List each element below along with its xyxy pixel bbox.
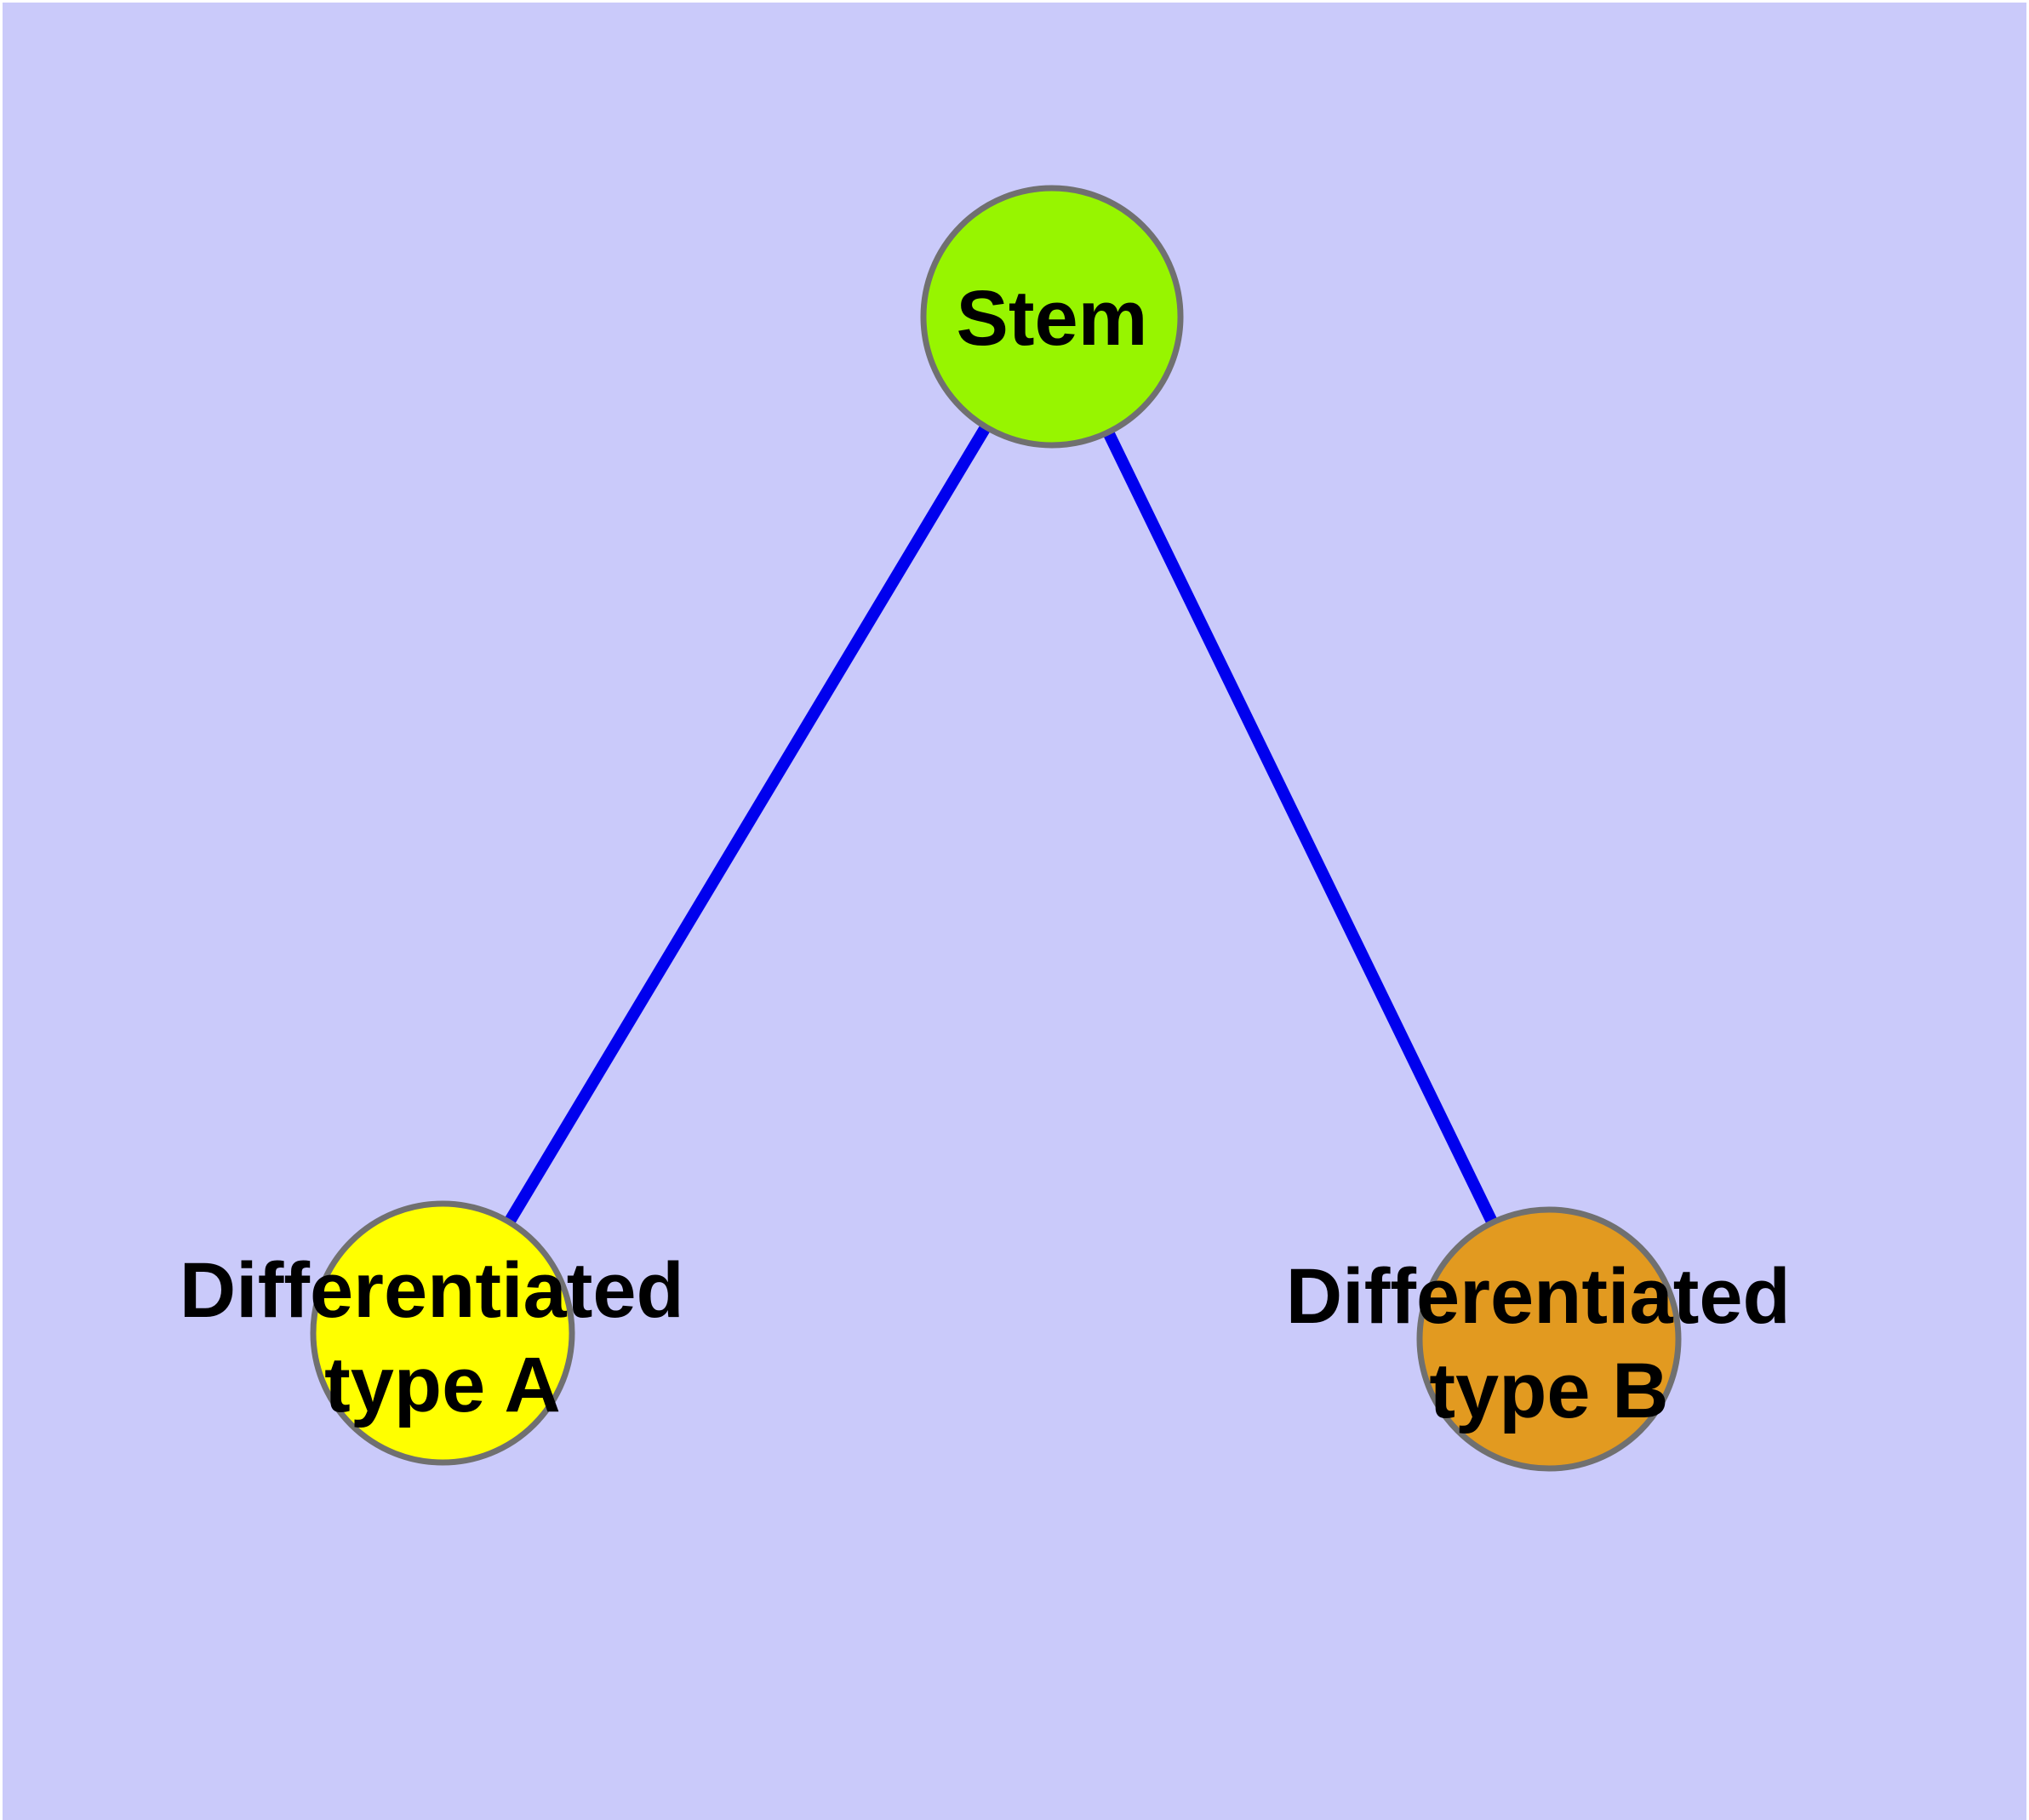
node-stem-circle[interactable] xyxy=(920,185,1184,449)
node-differentiated-type-b-label-line2: type B xyxy=(1429,1348,1668,1434)
node-differentiated-type-a-label-line2: type A xyxy=(324,1342,561,1428)
node-differentiated-type-a[interactable]: Differentiated type A xyxy=(180,1200,706,1466)
node-differentiated-type-b-label-line1: Differentiated xyxy=(1286,1253,1791,1340)
node-stem[interactable]: Stem xyxy=(920,185,1184,449)
node-differentiated-type-a-label-line1: Differentiated xyxy=(180,1247,684,1334)
node-differentiated-type-b-label: Differentiated type B xyxy=(1286,1253,1813,1434)
edge-layer xyxy=(437,313,1555,1342)
node-differentiated-type-b[interactable]: Differentiated type B xyxy=(1286,1206,1813,1472)
edge-stem-to-type-b xyxy=(1046,313,1555,1342)
node-differentiated-type-b-circle[interactable] xyxy=(1416,1206,1682,1472)
node-stem-label: Stem xyxy=(957,275,1148,362)
node-differentiated-type-a-label: Differentiated type A xyxy=(180,1247,706,1428)
edge-stem-to-type-a xyxy=(437,313,1058,1336)
node-differentiated-type-a-circle[interactable] xyxy=(310,1200,575,1466)
